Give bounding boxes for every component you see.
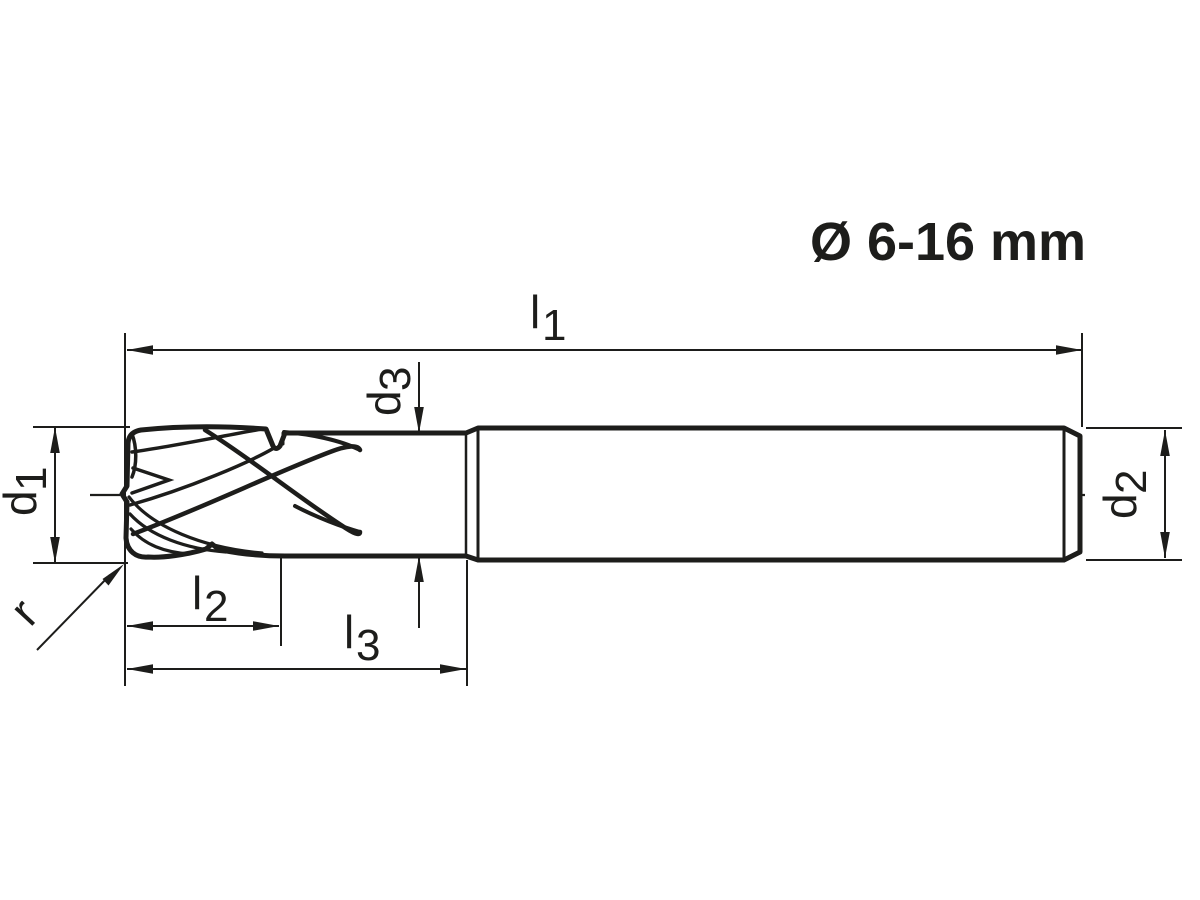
dimension-d3: d 3 xyxy=(358,362,424,628)
dimension-r: r xyxy=(0,564,124,651)
end-mill-body xyxy=(119,424,1083,563)
dimension-l1: l 1 xyxy=(124,286,1083,686)
flute-lines xyxy=(127,427,363,556)
label-d1: d xyxy=(0,490,46,516)
dimension-l2: l 2 xyxy=(127,558,282,646)
label-l1-sub: 1 xyxy=(542,301,566,350)
label-l2-sub: 2 xyxy=(204,582,228,631)
label-d3: d xyxy=(358,390,410,416)
dimension-d1: d 1 xyxy=(0,426,130,564)
label-d3-sub: 3 xyxy=(371,367,420,391)
label-d1-sub: 1 xyxy=(7,467,56,491)
neck-shank-transition-edges xyxy=(464,428,1066,560)
end-mill-outline xyxy=(119,424,1083,563)
dimension-d2: d 2 xyxy=(1086,427,1182,561)
dimension-l3: l 3 xyxy=(127,560,468,686)
label-l3: l xyxy=(344,606,354,658)
label-l2: l xyxy=(192,567,202,619)
diameter-range-title: Ø 6-16 mm xyxy=(810,212,1086,272)
label-l1: l xyxy=(530,286,540,338)
label-l3-sub: 3 xyxy=(356,621,380,670)
label-d2-sub: 2 xyxy=(1107,470,1156,494)
label-r: r xyxy=(0,588,48,635)
label-d2: d xyxy=(1094,493,1146,519)
